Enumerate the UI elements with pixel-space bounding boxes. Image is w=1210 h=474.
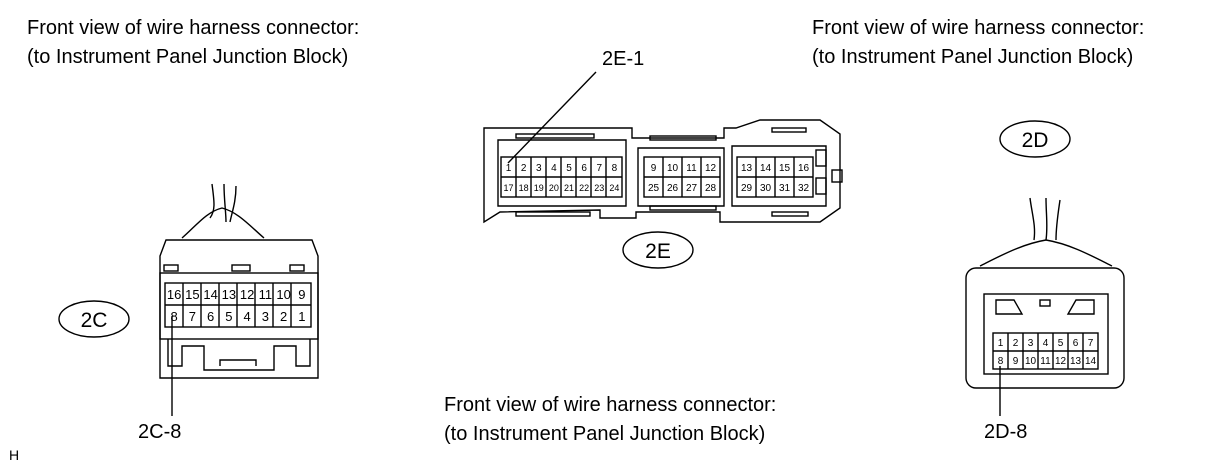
wire-boot (181, 207, 265, 239)
pin-number: 17 (504, 183, 514, 193)
pin-number: 2 (1013, 338, 1019, 349)
pin-number: 4 (551, 163, 557, 174)
pin-number: 14 (1085, 356, 1097, 367)
pin-number: 10 (1025, 356, 1037, 367)
pin-number: 2 (521, 163, 527, 174)
pin-number: 32 (798, 183, 810, 194)
pin-number: 18 (519, 183, 529, 193)
connector-id-2c: 2C (81, 309, 108, 332)
caption-2e: Front view of wire harness connector: (t… (444, 391, 776, 449)
pin-number: 22 (579, 183, 589, 193)
wire-harness (209, 183, 237, 223)
pin-number: 16 (167, 287, 181, 302)
caption-2d: Front view of wire harness connector: (t… (812, 14, 1144, 72)
housing-outline (965, 267, 1125, 389)
caption-line-1: Front view of wire harness connector: (812, 17, 1145, 39)
pin-label-2c-8: 2C-8 (138, 421, 182, 443)
connector-2c (58, 183, 319, 416)
pin-number: 30 (760, 183, 772, 194)
pin-number: 21 (564, 183, 574, 193)
pin-label-2e-1: 2E-1 (602, 48, 645, 70)
pin-number: 6 (207, 309, 214, 324)
caption-2c: Front view of wire harness connector: (t… (27, 14, 359, 72)
pin-number: 23 (594, 183, 604, 193)
pin-number: 9 (1013, 356, 1019, 367)
caption-line-2: (to Instrument Panel Junction Block) (812, 46, 1134, 68)
connector-id-2e: 2E (645, 240, 671, 263)
pin-number: 11 (259, 287, 273, 302)
pin-number: 4 (244, 309, 251, 324)
pin-number: 28 (705, 183, 717, 194)
pin-number: 1 (506, 163, 512, 174)
figure-code: H (9, 447, 20, 463)
pin-number: 8 (998, 356, 1004, 367)
pin-number: 24 (609, 183, 619, 193)
pin-number: 15 (779, 163, 791, 174)
pin-number: 5 (225, 309, 232, 324)
housing-outline (483, 119, 841, 224)
pin-number: 14 (760, 163, 772, 174)
pin-number: 7 (189, 309, 196, 324)
pin-number: 11 (686, 163, 697, 174)
pin-number: 3 (1028, 338, 1034, 349)
pin-number: 13 (741, 163, 753, 174)
pin-number: 3 (262, 309, 269, 324)
pin-number: 29 (741, 183, 753, 194)
connector-2e (483, 71, 843, 269)
pin-number: 12 (240, 287, 254, 302)
pin-number: 8 (171, 309, 178, 324)
pin-number: 9 (298, 287, 305, 302)
pin-number: 20 (549, 183, 559, 193)
pin-number: 7 (597, 163, 603, 174)
connector-2d (965, 120, 1125, 416)
pin-number: 26 (667, 183, 679, 194)
pin-number: 13 (1070, 356, 1082, 367)
terminal-face (159, 272, 319, 340)
connector-id-2d: 2D (1022, 129, 1049, 152)
pin-number: 9 (651, 163, 657, 174)
caption-line-2: (to Instrument Panel Junction Block) (444, 423, 766, 445)
pin-number: 4 (1043, 338, 1049, 349)
caption-line-2: (to Instrument Panel Junction Block) (27, 46, 349, 68)
connector-id-oval (999, 120, 1071, 158)
pin-number: 1 (298, 309, 305, 324)
pin-number: 2 (280, 309, 287, 324)
latch (289, 264, 305, 272)
pin-number: 14 (203, 287, 217, 302)
pin-number: 12 (1055, 356, 1067, 367)
pin-number: 3 (536, 163, 542, 174)
pin-label-2d-8: 2D-8 (984, 421, 1028, 443)
pin-number: 11 (1040, 356, 1051, 367)
pin-number: 31 (779, 183, 791, 194)
pin-number: 5 (1058, 338, 1064, 349)
pin-number: 5 (566, 163, 572, 174)
connector-id-oval (58, 300, 130, 338)
pin-number: 6 (581, 163, 587, 174)
pin-number: 19 (534, 183, 544, 193)
housing-outline (159, 239, 319, 379)
pin-number: 10 (276, 287, 290, 302)
caption-line-1: Front view of wire harness connector: (27, 17, 360, 39)
pin-number: 27 (686, 183, 698, 194)
wire-boot (979, 239, 1113, 267)
pin-number: 10 (667, 163, 679, 174)
pin-number: 6 (1073, 338, 1079, 349)
latch (163, 264, 179, 272)
pin-number: 15 (185, 287, 199, 302)
leader-line (507, 71, 597, 164)
pin-number: 13 (222, 287, 236, 302)
latch (231, 264, 251, 272)
pin-number: 8 (612, 163, 618, 174)
pin-number: 25 (648, 183, 660, 194)
pin-number: 12 (705, 163, 717, 174)
connector-id-oval (622, 231, 694, 269)
pin-number: 16 (798, 163, 810, 174)
pin-number: 7 (1088, 338, 1094, 349)
caption-line-1: Front view of wire harness connector: (444, 394, 777, 416)
pin-number: 1 (998, 338, 1004, 349)
wire-harness (1029, 197, 1061, 241)
